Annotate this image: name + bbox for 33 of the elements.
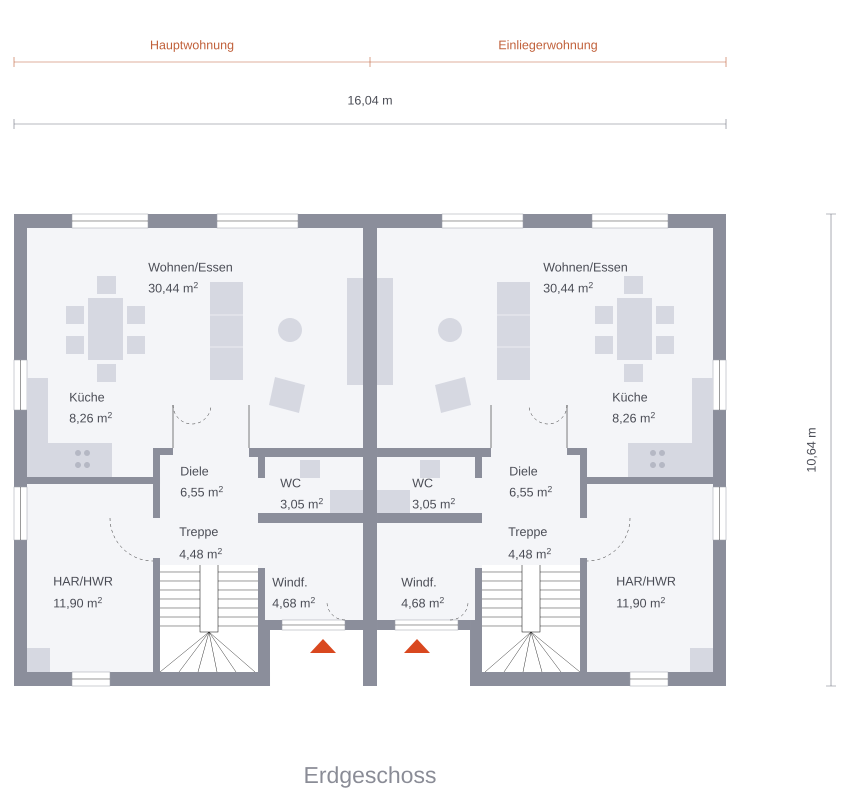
area-label: 4,48 m$^{2}$ [179, 548, 222, 560]
room-label: Wohnen/Essen [148, 262, 232, 272]
room-label: Diele [510, 466, 538, 476]
dimension-label: 16,04 m [348, 96, 392, 106]
room-label: Wohnen/Essen [543, 262, 627, 272]
room-label: HAR/HWR [617, 576, 676, 586]
area-label: 30,44 m$^{2}$ [148, 282, 198, 294]
caption: Erdgeschoss [305, 766, 436, 788]
area-label: 11,90 m$^{2}$ [54, 596, 102, 610]
area-label: 6,55 m$^{2}$ [510, 486, 552, 498]
dimension-label: Hauptwohnung [150, 40, 234, 52]
area-label: 8,26 m$^{2}$ [70, 412, 112, 424]
room-label: Treppe [179, 527, 218, 539]
area-label: 4,68 m$^{2}$ [402, 596, 444, 610]
area-label: 8,26 m$^{2}$ [612, 412, 655, 424]
room-label: WC [412, 478, 433, 488]
area-label: 11,90 m$^{2}$ [617, 596, 665, 610]
area-label: 3,05 m$^{2}$ [412, 498, 455, 510]
room-label: WC [280, 478, 301, 488]
dimension-label: Einliegerwohnung [499, 40, 597, 52]
area-label: 6,55 m$^{2}$ [180, 486, 223, 498]
dimension-label: 10,64 m [806, 428, 818, 472]
room-label: HAR/HWR [54, 576, 112, 586]
area-label: 3,05 m$^{2}$ [280, 498, 323, 510]
room-label: Windf. [272, 577, 306, 587]
room-label: Küche [70, 392, 104, 402]
area-label: 4,48 m$^{2}$ [508, 548, 551, 560]
area-label: 30,44 m$^{2}$ [544, 282, 593, 294]
room-label: Treppe [508, 527, 547, 539]
room-label: Diele [181, 466, 208, 476]
room-label: Küche [613, 392, 648, 402]
area-label: 4,68 m$^{2}$ [272, 596, 315, 610]
room-label: Windf. [401, 577, 436, 587]
